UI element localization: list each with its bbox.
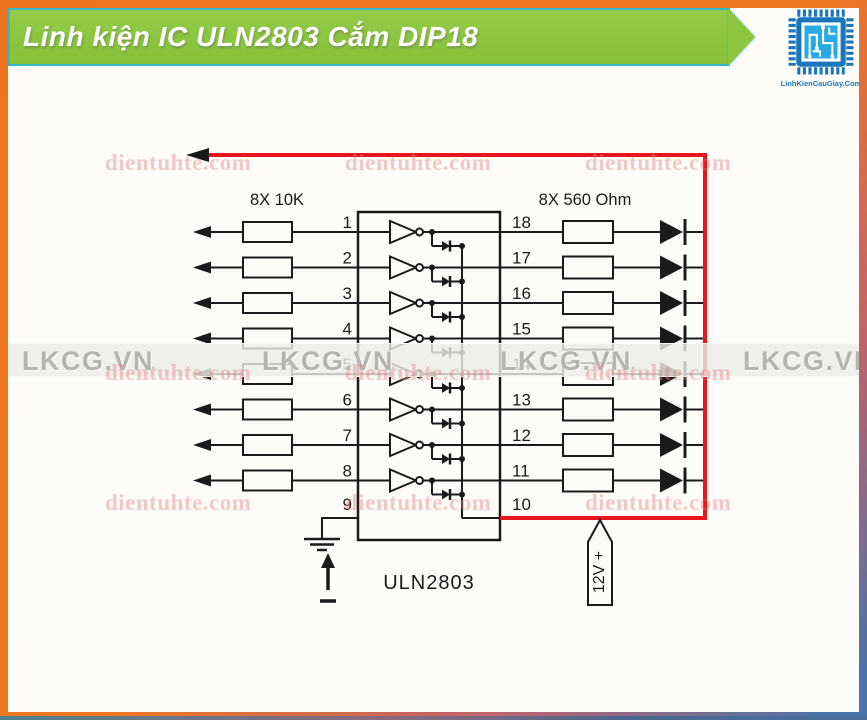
page-title: Linh kiện IC ULN2803 Cắm DIP18 — [23, 21, 479, 52]
pin-number-com: 10 — [512, 495, 531, 514]
product-image-canvas: Linh kiện IC ULN2803 Cắm DIP18 — [8, 8, 859, 712]
title-banner: Linh kiện IC ULN2803 Cắm DIP18 — [8, 8, 730, 66]
watermark-band: LKCG.VN LKCG.VN LKCG.VN LKCG.VN — [8, 343, 859, 377]
negative-terminal-arrow — [320, 553, 336, 603]
watermark-lkcg: LKCG.VN — [22, 346, 154, 376]
pin-number: 12 — [512, 426, 531, 445]
pin-number: 7 — [343, 426, 352, 445]
right-resistor-group-label: 8X 560 Ohm — [539, 191, 632, 209]
chip-logo-icon — [788, 9, 854, 75]
pin-number: 3 — [343, 284, 352, 303]
supply-voltage-tag: 12V + — [587, 517, 613, 606]
brand-logo: LinhKienCauGiay.Com — [779, 9, 859, 88]
pin-number: 1 — [343, 213, 352, 232]
pin-number: 6 — [343, 391, 352, 410]
pin-number: 8 — [343, 462, 352, 481]
pin-number: 13 — [512, 391, 531, 410]
pin-number: 18 — [512, 213, 531, 232]
watermark-lkcg: LKCG.VN — [500, 346, 632, 376]
pin-number: 16 — [512, 284, 531, 303]
brand-logo-text: LinhKienCauGiay.Com — [780, 79, 859, 88]
watermark-lkcg: LKCG.VN — [262, 346, 394, 376]
ic-part-number-label: ULN2803 — [383, 572, 475, 594]
watermark-lkcg: LKCG.VN — [743, 346, 859, 376]
pin-number-gnd: 9 — [343, 495, 352, 514]
pin-number: 17 — [512, 249, 531, 268]
supply-voltage-label: 12V + — [591, 551, 608, 593]
left-resistor-group-label: 8X 10K — [250, 191, 304, 209]
pin-number: 2 — [343, 249, 352, 268]
circuit-schematic: 12V + 8X 10K 8X 560 Ohm ULN2803 1 2 3 4 … — [186, 148, 709, 606]
supply-bus — [206, 153, 707, 520]
pin-number: 15 — [512, 320, 531, 339]
pin-number: 4 — [343, 320, 352, 339]
pin-number: 11 — [512, 462, 530, 481]
supply-return-arrowhead — [186, 148, 209, 162]
ground-symbol — [304, 517, 358, 552]
